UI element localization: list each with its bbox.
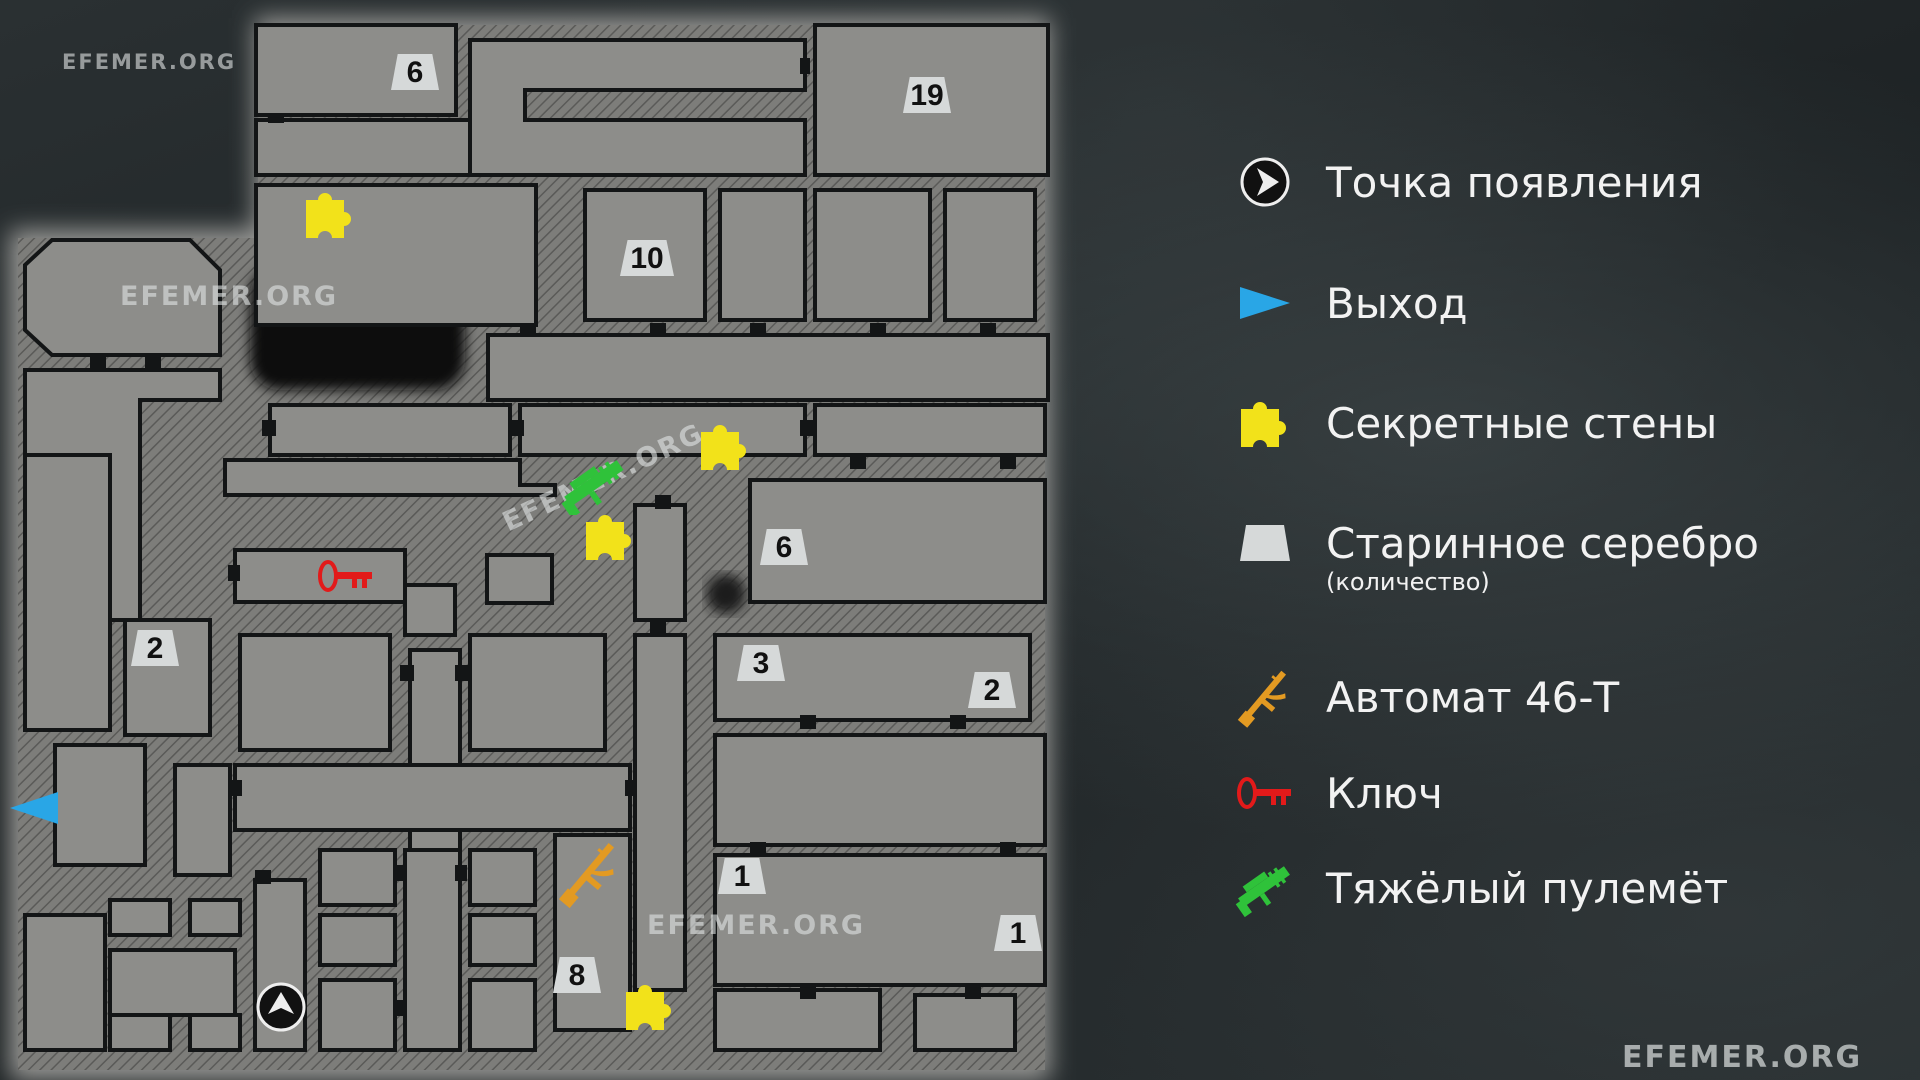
map-legend: Точка появления Выход Секретные стены Ст… [1230, 150, 1890, 940]
puzzle-piece-icon [626, 985, 671, 1030]
legend-item-spawn: Точка появления [1230, 147, 1703, 217]
exit-triangle-icon [10, 792, 58, 824]
silver-marker: 6 [760, 529, 808, 565]
silver-marker: 10 [620, 240, 674, 276]
legend-note: (количество) [1326, 568, 1490, 596]
legend-label: Ключ [1326, 768, 1443, 818]
legend-label: Автомат 46-Т [1326, 672, 1620, 722]
heavy-machine-gun-icon [1230, 853, 1300, 923]
legend-label: Старинное серебро [1326, 518, 1759, 568]
silver-marker: 19 [903, 77, 951, 113]
rooms [23, 23, 1050, 1052]
legend-label: Точка появления [1326, 157, 1703, 207]
key-icon [1230, 758, 1300, 828]
exit-triangle-icon [1230, 268, 1300, 338]
spawn-arrow-icon [1230, 147, 1300, 217]
silver-marker: 8 [553, 957, 601, 993]
watermark-corner: EFEMER.ORG [1622, 1040, 1863, 1075]
silver-marker: 3 [737, 645, 785, 681]
legend-item-secret-walls: Секретные стены [1230, 388, 1717, 458]
assault-rifle-icon [1230, 662, 1300, 732]
silver-marker: 2 [968, 672, 1016, 708]
puzzle-piece-icon [1230, 388, 1300, 458]
key-icon [318, 560, 372, 592]
silver-marker: 2 [131, 630, 179, 666]
silver-marker: 1 [994, 915, 1042, 951]
silver-plate-icon [1230, 508, 1300, 578]
dark-hole [706, 574, 746, 614]
spawn-arrow-icon [256, 982, 306, 1032]
doorways [90, 58, 1016, 1016]
legend-item-rifle: Автомат 46-Т [1230, 662, 1619, 732]
heavy-machine-gun-icon [561, 460, 624, 515]
legend-item-key: Ключ [1230, 758, 1443, 828]
puzzle-piece-icon [306, 193, 351, 238]
legend-item-silver: Старинное серебро (количество) [1230, 508, 1759, 596]
silver-marker: 1 [718, 858, 766, 894]
puzzle-piece-icon [586, 515, 631, 560]
watermark-bottom: EFEMER.ORG [647, 910, 866, 941]
watermark-left: EFEMER.ORG [120, 281, 339, 312]
legend-item-machine-gun: Тяжёлый пулемёт [1230, 853, 1728, 923]
puzzle-piece-icon [701, 425, 746, 470]
assault-rifle-icon [558, 842, 615, 909]
silver-marker: 6 [391, 54, 439, 90]
legend-label: Тяжёлый пулемёт [1326, 863, 1729, 913]
watermark-top-left: EFEMER.ORG [62, 50, 237, 74]
legend-label: Секретные стены [1326, 398, 1718, 448]
legend-item-exit: Выход [1230, 268, 1468, 338]
legend-label: Выход [1326, 278, 1468, 328]
